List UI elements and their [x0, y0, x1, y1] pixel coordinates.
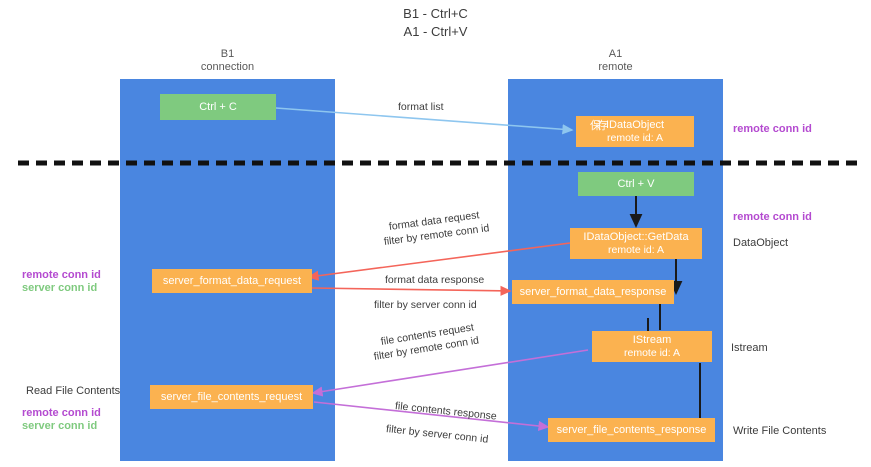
box-idataobject-sublabel: remote id: A — [606, 131, 664, 144]
box-getdata-sublabel: remote id: A — [607, 243, 665, 256]
edge-label-file-contents-response: file contents response — [394, 400, 498, 423]
box-istream-label: IStream — [632, 333, 672, 346]
filter-prefix: filter by — [374, 299, 411, 311]
box-server-format-data-request-label: server_format_data_request — [162, 274, 302, 287]
box-ctrl-c[interactable]: Ctrl + C — [160, 94, 276, 120]
box-server-format-data-response-label: server_format_data_response — [519, 285, 667, 298]
filter-key-server-conn-id: server conn id — [421, 426, 489, 446]
side-label-remote-conn-id-mid: remote conn id — [733, 211, 812, 223]
edge-label-format-data-response-filter: filter by server conn id — [374, 299, 477, 312]
box-idataobject[interactable]: 保存 IDataObject remote id: A — [576, 116, 694, 147]
box-ctrl-v[interactable]: Ctrl + V — [578, 172, 694, 196]
side-label-left-server-conn-id: server conn id — [22, 282, 98, 294]
filter-key-server-conn-id: server conn id — [410, 299, 477, 311]
side-label-dataobject: DataObject — [733, 237, 789, 249]
box-server-format-data-response[interactable]: server_format_data_response — [512, 280, 674, 304]
box-idataobject-label: IDataObject — [605, 118, 665, 131]
box-server-file-contents-response-label: server_file_contents_response — [556, 423, 707, 436]
box-istream[interactable]: IStream remote id: A — [592, 331, 712, 362]
box-istream-sublabel: remote id: A — [623, 346, 681, 359]
edge-label-format-data-response: format data response — [385, 274, 485, 286]
filter-prefix: filter by — [372, 345, 412, 363]
edge-label-file-contents-response-filter: filter by server conn id — [385, 423, 489, 447]
box-getdata-label: IDataObject::GetData — [583, 230, 689, 243]
lane-a1-title: A1 remote — [598, 48, 633, 73]
side-label-left-remote-conn-id-2: remote conn id — [22, 407, 101, 419]
side-label-left-server-conn-id-2: server conn id — [22, 420, 98, 432]
box-getdata[interactable]: IDataObject::GetData remote id: A — [570, 228, 702, 259]
box-ctrl-c-label: Ctrl + C — [199, 100, 237, 113]
edge-label-format-list: format list — [398, 101, 444, 113]
filter-prefix: filter by — [385, 423, 424, 439]
box-server-format-data-request[interactable]: server_format_data_request — [152, 269, 312, 293]
side-label-remote-conn-id-top: remote conn id — [733, 123, 812, 135]
box-ctrl-v-label: Ctrl + V — [617, 177, 655, 190]
lane-b1-title: B1 connection — [200, 48, 255, 73]
page-title: B1 - Ctrl+C A1 - Ctrl+V — [403, 6, 468, 39]
box-server-file-contents-request-label: server_file_contents_request — [160, 390, 303, 403]
box-idataobject-prefix-glyph: 保存 — [590, 120, 608, 132]
side-label-left-remote-conn-id: remote conn id — [22, 269, 101, 281]
side-label-write-file-contents: Write File Contents — [733, 425, 827, 437]
side-label-istream: Istream — [731, 342, 768, 354]
box-server-file-contents-request[interactable]: server_file_contents_request — [150, 385, 313, 409]
box-server-file-contents-response[interactable]: server_file_contents_response — [548, 418, 715, 442]
side-label-read-file-contents: Read File Contents — [26, 385, 121, 397]
